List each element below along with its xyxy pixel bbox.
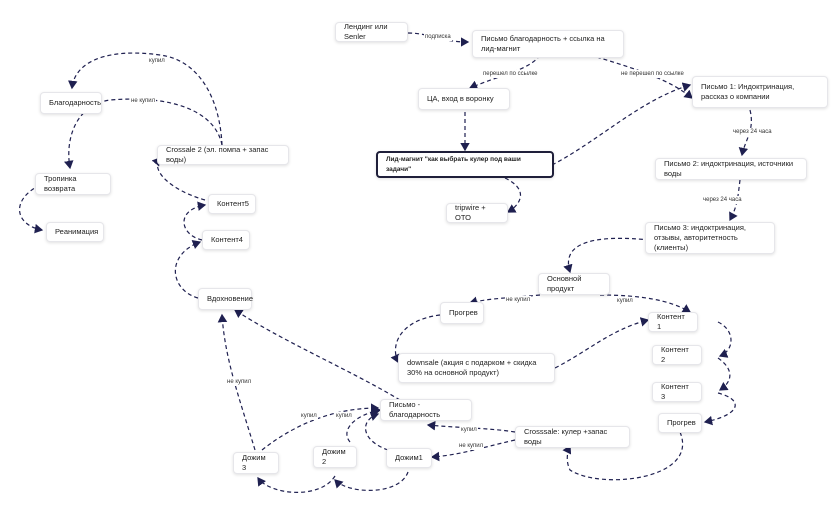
label-bought-crossale2: купил [148,57,166,65]
node-reanimation-text: Реанимация [55,227,99,236]
node-main-product-text: Основной продукт [547,274,582,293]
node-crosssale-text: Crosssale: кулер +запас воды [524,427,608,446]
node-content3-text: Контент 3 [661,382,689,401]
label-not-bought-cross: не купил [458,442,485,450]
node-inspiration-text: Вдохновение [207,294,254,303]
node-push2-text: Дожим 2 [322,447,346,466]
node-tripwire[interactable]: tripwire + ОТО [446,203,508,223]
node-lead-magnet-text: Лид-магнит "как выбрать кулер под ваши з… [386,155,521,173]
node-thanks-letter-text: Письмо благодарность + ссылка на лид-маг… [481,34,605,53]
edge-main-content1 [599,294,692,313]
node-warmup1[interactable]: Прогрев [440,302,484,324]
label-not-followed-link: не перешел по ссылке [620,70,685,78]
node-downsale-text: downsale (акция с подарком + скидка 30% … [407,358,537,377]
edge-warmup-downsale [390,314,441,364]
label-bought-main: купил [616,297,634,305]
edge-content4-content5 [183,201,207,241]
node-crossale2-text: Crossale 2 (эл. помпа + запас воды) [166,145,269,164]
node-return-path[interactable]: Тропинка возврата [35,173,111,195]
node-main-product[interactable]: Основной продукт [538,273,610,295]
edge-leadmagnet-letter1 [551,82,692,166]
node-crosssale[interactable]: Crosssale: кулер +запас воды [515,426,630,448]
edge-crossale2-return [64,98,223,170]
node-letter2[interactable]: Письмо 2: индоктринация, источники воды [655,158,807,180]
edge-push2-push3 [257,475,336,493]
edge-cross-push1 [430,439,516,462]
edge-crossale2-gratitude [68,52,223,146]
label-followed-link: перешел по ссылке [482,70,539,78]
node-content3[interactable]: Контент 3 [652,382,702,402]
edge-content2-content3 [717,357,731,391]
node-reanimation[interactable]: Реанимация [46,222,104,242]
node-gratitude[interactable]: Благодарность [40,92,102,114]
edge-push1-thanks [364,411,389,451]
node-thanks-letter[interactable]: Письмо благодарность + ссылка на лид-маг… [472,30,624,58]
node-content2-text: Контент 2 [661,345,689,364]
node-push1-text: Дожим1 [395,453,423,462]
node-push1[interactable]: Дожим1 [386,448,432,468]
node-crossale2[interactable]: Crossale 2 (эл. помпа + запас воды) [157,145,289,165]
node-warmup1-text: Прогрев [449,308,478,317]
edge-main-warmup [468,294,541,306]
label-bought-push3: купил [300,412,318,420]
label-not-bought-push3: не купил [226,378,253,386]
edge-letter2-letter3 [729,179,741,222]
node-thanks-bottom[interactable]: Письмо - благодарность [380,399,472,421]
node-content5[interactable]: Контент5 [208,194,256,214]
edge-downsale-content1 [554,317,650,369]
node-downsale[interactable]: downsale (акция с подарком + скидка 30% … [398,353,555,383]
node-gratitude-text: Благодарность [49,98,102,107]
node-thanks-bottom-text: Письмо - благодарность [389,400,441,419]
node-letter3-text: Письмо 3: индоктринация, отзывы, авторит… [654,223,746,252]
label-subscribe: подписка [424,33,452,41]
label-after24-a: через 24 часа [732,128,773,136]
edge-push3-thanks [261,403,380,451]
node-content5-text: Контент5 [217,199,249,208]
node-content1-text: Контент 1 [657,312,685,331]
node-letter1-text: Письмо 1: Индоктринация, рассказ о компа… [701,82,795,101]
node-ca-funnel-text: ЦА, вход в воронку [427,94,494,103]
node-content4[interactable]: Контент4 [202,230,250,250]
edge-return-reanimation [19,184,44,234]
edge-cross-thanks [426,420,516,433]
node-push3-text: Дожим 3 [242,453,266,472]
label-after24-b: через 24 часа [702,196,743,204]
node-inspiration[interactable]: Вдохновение [198,288,254,310]
node-content4-text: Контент4 [211,235,243,244]
edge-inspiration-content4 [174,240,202,299]
edge-push1-push2 [334,471,409,491]
node-landing[interactable]: Лендинг или Senler [335,22,408,42]
node-push2[interactable]: Дожим 2 [313,446,357,468]
node-warmup2-text: Прогрев [667,418,696,427]
node-return-path-text: Тропинка возврата [44,174,77,193]
node-push3[interactable]: Дожим 3 [233,452,279,474]
node-landing-text: Лендинг или Senler [344,22,388,41]
label-not-bought-crossale2: не купил [130,97,157,105]
node-letter1[interactable]: Письмо 1: Индоктринация, рассказ о компа… [692,76,828,108]
node-tripwire-text: tripwire + ОТО [455,203,486,222]
edge-warmup2-cross [562,431,684,481]
edge-content1-content2 [717,321,732,358]
node-warmup2[interactable]: Прогрев [658,413,702,433]
edge-letter3-main [563,237,651,274]
edge-thanks-inspiration [234,309,401,401]
edge-push2-thanks [346,406,382,443]
label-bought-cross: купил [460,426,478,434]
node-content2[interactable]: Контент 2 [652,345,702,365]
node-ca-funnel[interactable]: ЦА, вход в воронку [418,88,510,110]
edge-content3-warmup2 [703,392,736,426]
node-letter3[interactable]: Письмо 3: индоктринация, отзывы, авторит… [645,222,775,254]
node-content1[interactable]: Контент 1 [648,312,698,332]
label-bought-push2: купил [335,412,353,420]
edge-leadmagnet-tripwire [504,177,521,213]
label-not-bought-main: не купил [505,296,532,304]
node-lead-magnet[interactable]: Лид-магнит "как выбрать кулер под ваши з… [376,151,554,178]
node-letter2-text: Письмо 2: индоктринация, источники воды [664,159,794,178]
